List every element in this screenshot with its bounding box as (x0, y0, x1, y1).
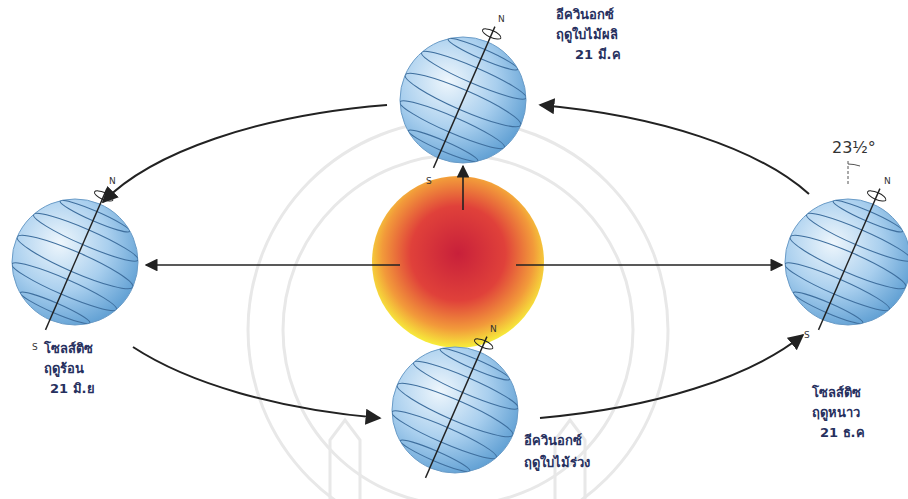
pole-letter: N (490, 324, 497, 335)
season-name: ฤดูหนาว (812, 404, 860, 422)
date-label: 21 ธ.ค (820, 424, 865, 442)
pole-letter: N (884, 176, 891, 187)
season-name: อีควินอกซ์ (556, 6, 614, 24)
season-name: ฤดูร้อน (44, 360, 84, 378)
season-name: อีควินอกซ์ (524, 432, 582, 450)
date-label: 21 มี.ค (575, 46, 621, 64)
season-name: โซลส์ติซ (44, 340, 93, 358)
season-name: ฤดูใบไม้ร่วง (524, 454, 590, 472)
season-name: โซลส์ติซ (812, 384, 861, 402)
pole-letter: N (109, 176, 116, 187)
pole-letter: S (426, 176, 432, 187)
pole-letter: N (498, 14, 505, 25)
date-label: 21 มิ.ย (50, 380, 95, 398)
season-name: ฤดูใบไม้ผลิ (556, 26, 618, 44)
pole-letter: S (32, 342, 38, 353)
tilt-angle: 23½° (832, 138, 876, 158)
pole-letter: S (804, 330, 810, 341)
